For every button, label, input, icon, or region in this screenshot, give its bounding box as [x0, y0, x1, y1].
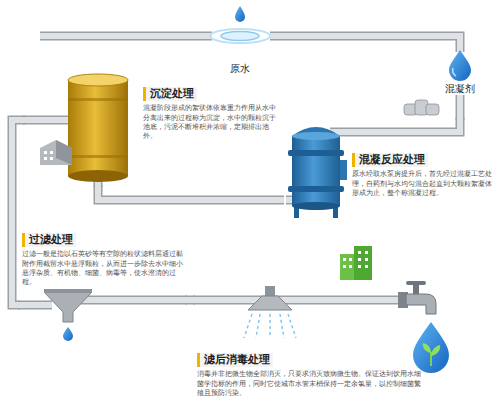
shower-head	[244, 286, 296, 338]
coagulant-drop	[449, 50, 471, 81]
pipe-core	[270, 36, 460, 45]
step-description: 原水经取水泵房提升后，首先经过混凝工艺处理，自药剂与水均匀混合起直到大颗粒絮凝体…	[352, 170, 494, 198]
pipe-wall	[12, 120, 25, 305]
pipe-core	[98, 185, 284, 200]
pipe-wall	[456, 95, 465, 120]
drop-label: 原水	[210, 63, 270, 75]
coagulation-tank	[288, 127, 347, 218]
step-description: 过滤一般是指以石英砂等有空隙的粒状滤料层通过黏附作用截留水中悬浮颗粒，从而进一步…	[22, 250, 183, 287]
step-description: 消毒并非把微生物全部消灭，只要求消灭致病微生物。保证达到饮用水细菌学指标的作用，…	[197, 370, 423, 398]
water-pipe	[460, 95, 461, 120]
output-drop	[413, 322, 449, 373]
drop-label: 混凝剂	[425, 83, 495, 95]
heading-row: 过滤处理	[22, 228, 183, 250]
heading-row: 沉淀处理	[143, 82, 278, 104]
plant-buildings	[40, 140, 72, 165]
process-step: 滤后消毒处理消毒并非把微生物全部消灭，只要求消灭致病微生物。保证达到饮用水细菌学…	[195, 280, 425, 414]
step-heading: 滤后消毒处理	[197, 353, 273, 367]
process-step: 沉淀处理混凝阶段形成的絮状体依靠重力作用从水中分离出来的过程称为沉淀，水中的颗粒…	[25, 68, 280, 185]
ripple-drop	[210, 6, 270, 43]
water-pipe	[98, 185, 284, 200]
text-block: 原水	[210, 63, 270, 75]
step-heading: 过滤处理	[22, 233, 76, 247]
step-description: 混凝阶段形成的絮状体依靠重力作用从水中分离出来的过程称为沉淀，水中的颗粒沉于池底…	[143, 104, 278, 141]
heading-row: 滤后消毒处理	[197, 348, 423, 370]
city-buildings	[340, 246, 372, 280]
water-tap	[398, 281, 436, 314]
pipe-core	[12, 120, 25, 305]
process-step: 过滤处理过滤一般是指以石英砂等有空隙的粒状滤料层通过黏附作用截留水中悬浮颗粒，从…	[20, 226, 185, 336]
drop-node: 原水	[210, 2, 270, 75]
heading-row: 混凝反应处理	[352, 148, 494, 170]
process-step: 混凝反应处理原水经取水泵房提升后，首先经过混凝工艺处理，自药剂与水均匀混合起直到…	[284, 120, 496, 228]
drop-node: 混凝剂	[425, 45, 495, 95]
pipe-core	[457, 95, 463, 120]
step-heading: 混凝反应处理	[352, 153, 428, 167]
text-block: 混凝反应处理原水经取水泵房提升后，首先经过混凝工艺处理，自药剂与水均匀混合起直到…	[352, 148, 494, 198]
chemical-sacks	[404, 100, 439, 115]
sedimentation-tank	[68, 74, 128, 182]
text-block: 沉淀处理混凝阶段形成的絮状体依靠重力作用从水中分离出来的过程称为沉淀，水中的颗粒…	[143, 82, 278, 141]
water-pipe	[12, 120, 25, 305]
pipe-wall	[270, 36, 460, 45]
text-block: 过滤处理过滤一般是指以石英砂等有空隙的粒状滤料层通过黏附作用截留水中悬浮颗粒，从…	[22, 228, 183, 287]
text-block: 混凝剂	[425, 83, 495, 95]
water-pipe	[270, 36, 460, 45]
text-block: 滤后消毒处理消毒并非把微生物全部消灭，只要求消灭致病微生物。保证达到饮用水细菌学…	[197, 348, 423, 398]
step-heading: 沉淀处理	[143, 87, 197, 101]
pipe-wall	[98, 185, 284, 200]
filter-funnel	[44, 289, 92, 341]
